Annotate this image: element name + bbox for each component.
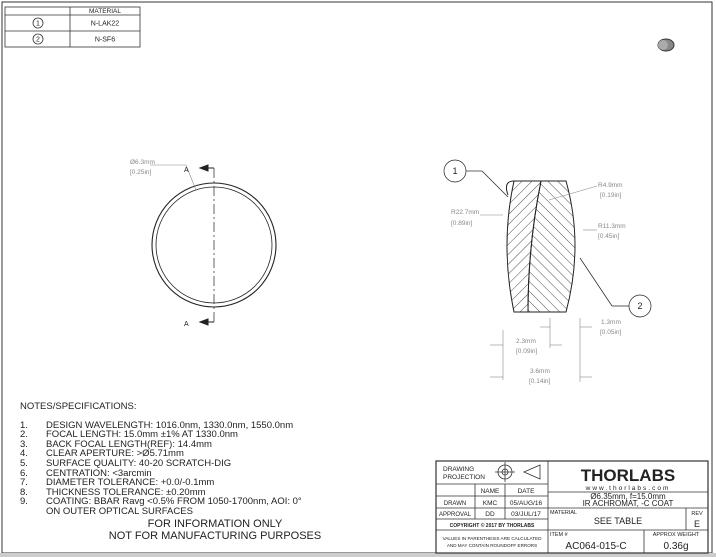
approval-date: 03/JUL/17 [511,511,541,518]
rev-label: REV [691,511,703,517]
values-note: AND MAY CONTAIN ROUNDOFF ERRORS [447,543,537,548]
diameter-dim-in: [0.25in] [130,169,152,176]
note-text: CLEAR APERTURE: >Ø5.71mm [46,448,184,460]
t1-dim: 2.3mm [516,338,536,345]
note-item: 6. CENTRATION: <3arcmin [20,467,302,479]
front-view [150,164,277,326]
projection-label: DRAWING [443,466,474,473]
note-item: 3. BACK FOCAL LENGTH(REF): 14.4mm [20,440,302,450]
note-number: 7. [20,477,28,489]
item-label: ITEM # [550,532,569,538]
material-label: MATERIAL [550,510,577,516]
total-dim-in: [0.14in] [529,378,551,385]
projection-label: PROJECTION [443,474,485,481]
approval-name: DD [485,511,495,518]
t2-dim: 1.3mm [601,319,621,326]
note-number: 8. [20,486,28,498]
section-view [443,159,652,382]
note-text: ON OUTER OPTICAL SURFACES [46,505,193,517]
material-table [4,6,141,48]
note-text: THICKNESS TOLERANCE: ±0.20mm [46,486,206,498]
note-text: DIAMETER TOLERANCE: +0.0/-0.1mm [46,477,215,489]
r3-dim: R11.3mm [598,223,626,230]
note-item: ON OUTER OPTICAL SURFACES [20,507,302,517]
item-number: AC064-015-C [565,541,626,552]
row-id: 2 [36,37,40,44]
disclaimer-line: NOT FOR MANUFACTURING PURPOSES [108,530,322,542]
name-header: NAME [481,488,500,495]
drawn-date: 05/AUG/16 [510,500,543,507]
note-item: 5. SURFACE QUALITY: 40-20 SCRATCH-DIG [20,459,302,469]
drawn-label: DRAWN [444,501,466,507]
note-item: 9. COATING: BBAR Ravg <0.5% FROM 1050-170… [20,497,302,507]
material-value: SEE TABLE [594,516,642,526]
note-number: 1. [20,419,28,431]
note-text: COATING: BBAR Ravg <0.5% FROM 1050-1700n… [46,496,302,508]
diameter-dim: Ø6.3mm [130,159,155,166]
note-item: 8. THICKNESS TOLERANCE: ±0.20mm [20,488,302,498]
title-block [435,460,709,554]
description-line-2: IR ACHROMAT, -C COAT [583,499,674,508]
section-label-top: A [184,167,189,174]
material-header: MATERIAL [89,8,121,15]
thorlabs-logo: THORLABS [581,466,675,485]
row-id: 1 [36,21,40,28]
r2-dim-in: [0.19in] [600,192,622,199]
note-number: 2. [20,429,28,441]
lens-thumbnail [657,38,675,52]
note-text: FOCAL LENGTH: 15.0mm ±1% AT 1330.0nm [46,429,238,441]
r3-dim-in: [0.45in] [598,233,620,240]
weight-label: APPROX WEIGHT [653,532,700,538]
date-header: DATE [518,488,536,495]
row-material: N-SF6 [95,37,115,44]
note-item: 7. DIAMETER TOLERANCE: +0.0/-0.1mm [20,478,302,488]
note-text: BACK FOCAL LENGTH(REF): 14.4mm [46,438,212,450]
note-item: 2. FOCAL LENGTH: 15.0mm ±1% AT 1330.0nm [20,430,302,440]
values-note: VALUES IN PARENTHESIS ARE CALCULATED [443,536,542,541]
description-line-1: Ø6.35mm, f=15.0mm [590,492,666,501]
r1-dim-in: [0.89in] [451,220,473,227]
note-number: 4. [20,448,28,460]
t1-dim-in: [0.09in] [516,348,538,355]
note-text: SURFACE QUALITY: 40-20 SCRATCH-DIG [46,457,232,469]
notes-section: NOTES/SPECIFICATIONS: 1. DESIGN WAVELENGT… [20,402,302,517]
row-material: N-LAK22 [91,21,120,28]
r2-dim: R4.9mm [598,182,623,189]
note-item: 1. DESIGN WAVELENGTH: 1016.0nm, 1330.0nm,… [20,419,302,431]
rev-value: E [694,519,700,529]
section-label-bottom: A [184,321,189,328]
disclaimer: FOR INFORMATION ONLY NOT FOR MANUFACTURI… [90,518,340,542]
weight-value: 0.36g [663,541,688,552]
note-number: 6. [20,467,28,479]
total-dim: 3.6mm [530,368,550,375]
balloon-1: 1 [452,166,457,176]
r1-dim: R22.7mm [451,209,479,216]
note-number [20,507,46,517]
notes-heading: NOTES/SPECIFICATIONS: [20,401,137,412]
note-text: CENTRATION: <3arcmin [46,467,152,479]
note-number: 9. [20,496,28,508]
website: www.thorlabs.com [585,485,671,492]
drawn-name: KMC [483,500,498,507]
note-item: 4. CLEAR APERTURE: >Ø5.71mm [20,449,302,459]
copyright: COPYRIGHT © 2017 BY THORLABS [450,522,535,529]
approval-label: APPROVAL [439,512,472,518]
note-number: 5. [20,457,28,469]
balloon-2: 2 [637,301,642,311]
note-number: 3. [20,438,28,450]
t2-dim-in: [0.05in] [600,329,622,336]
note-text: DESIGN WAVELENGTH: 1016.0nm, 1330.0nm, 1… [46,419,294,431]
disclaimer-line: FOR INFORMATION ONLY [147,518,283,530]
